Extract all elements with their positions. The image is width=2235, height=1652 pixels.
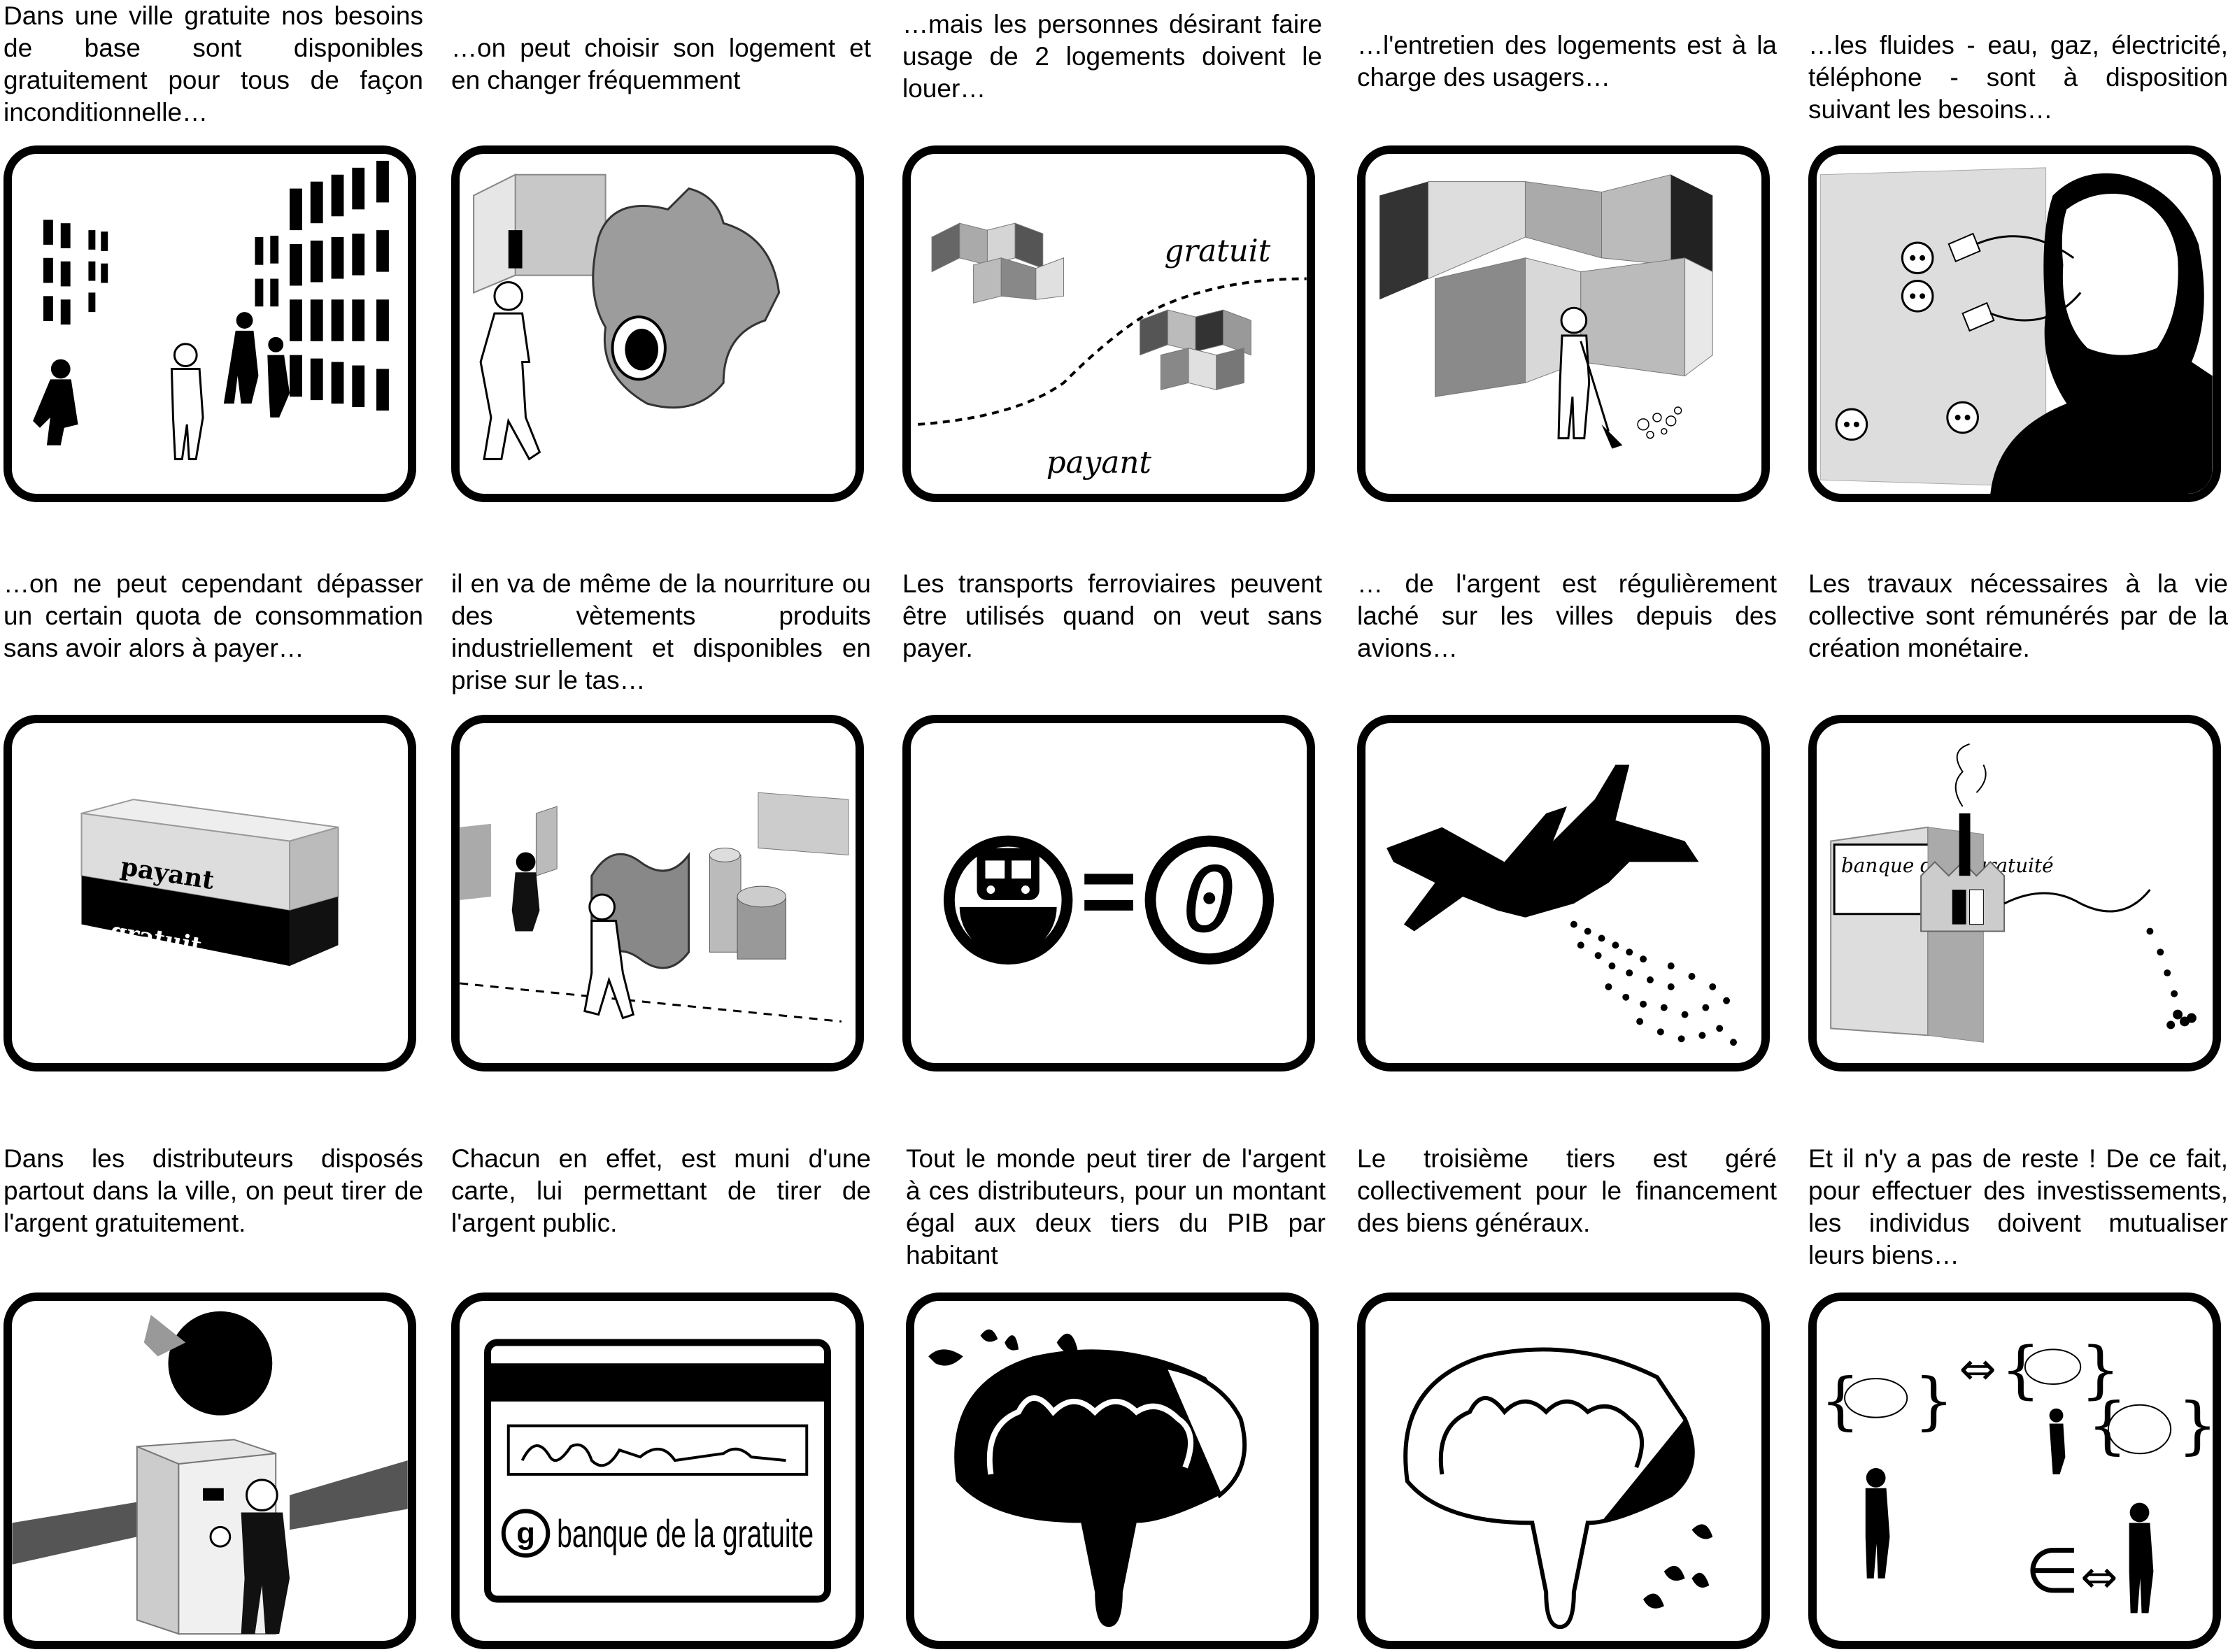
panel-1-illustration bbox=[3, 145, 416, 502]
label-gratuit: gratuit bbox=[1164, 234, 1270, 269]
panel-15-illustration: { } { } { } ⇔ ∈ ⇔ bbox=[1808, 1293, 2221, 1649]
panel-caption: …les fluides - eau, gaz, électricité, té… bbox=[1808, 31, 2228, 124]
panel-caption: Et il n'y a pas de reste ! De ce fait, p… bbox=[1808, 1144, 2228, 1269]
brace-open: { bbox=[2087, 1389, 2127, 1462]
panel-caption: …l'entretien des logements est à la char… bbox=[1357, 31, 1777, 92]
panel-7-illustration bbox=[451, 715, 864, 1071]
airplane-icon bbox=[1386, 764, 1699, 932]
panel-caption: Dans les distributeurs disposés partout … bbox=[3, 1144, 423, 1237]
panel-caption: Les travaux nécessaires à la vie collect… bbox=[1808, 569, 2228, 662]
panel-10-illustration: banque de la gratuité bbox=[1808, 715, 2221, 1071]
exchange-arrow: ⇔ bbox=[2080, 1551, 2117, 1603]
panel-6-illustration: payant gratuit bbox=[3, 715, 416, 1071]
panel-12-illustration[interactable]: g banque de la gratuite bbox=[451, 1293, 864, 1649]
panel-caption: …mais les personnes désirant faire usage… bbox=[902, 10, 1322, 103]
panel-caption: …on peut choisir son logement et en chan… bbox=[451, 34, 871, 94]
panel-11-illustration bbox=[3, 1293, 416, 1649]
panel-2-illustration bbox=[451, 145, 864, 502]
panel-4-illustration bbox=[1357, 145, 1770, 502]
brace-open: { bbox=[1820, 1365, 1860, 1438]
panel-caption: il en va de même de la nourriture ou des… bbox=[451, 569, 871, 695]
panel-caption: Chacun en effet, est muni d'une carte, l… bbox=[451, 1144, 871, 1237]
brace-close: } bbox=[2080, 1334, 2120, 1407]
label-payant: payant bbox=[1046, 445, 1152, 480]
brace-open: { bbox=[2001, 1334, 2041, 1407]
panel-5-illustration bbox=[1808, 145, 2221, 502]
panel-3-illustration: gratuit payant bbox=[902, 145, 1315, 502]
panel-caption: …on ne peut cependant dépasser un certai… bbox=[3, 569, 423, 662]
bank-name: banque de la gratuite bbox=[557, 1512, 814, 1555]
panel-13-illustration bbox=[906, 1293, 1319, 1649]
panel-caption: Dans une ville gratuite nos besoins de b… bbox=[3, 1, 423, 127]
panel-caption: Les transports ferroviaires peuvent être… bbox=[902, 569, 1322, 662]
panel-caption: Le troisième tiers est géré collectiveme… bbox=[1357, 1144, 1777, 1237]
element-of-symbol: ∈ bbox=[2025, 1535, 2080, 1608]
bank-logo: g bbox=[516, 1516, 535, 1551]
brace-close: } bbox=[2178, 1389, 2213, 1462]
zero-value: 0 bbox=[1182, 848, 1237, 953]
equals-sign: = bbox=[1080, 837, 1137, 946]
brace-close: } bbox=[1914, 1365, 1954, 1438]
panel-9-illustration bbox=[1357, 715, 1770, 1071]
exchange-arrow: ⇔ bbox=[1959, 1343, 1996, 1395]
panel-14-illustration bbox=[1357, 1293, 1770, 1649]
panel-caption: … de l'argent est régulièrement laché su… bbox=[1357, 569, 1777, 662]
tree-icon bbox=[954, 1349, 1242, 1628]
panel-caption: Tout le monde peut tirer de l'argent à c… bbox=[906, 1144, 1326, 1269]
panel-8-illustration: = 0 bbox=[902, 715, 1315, 1071]
